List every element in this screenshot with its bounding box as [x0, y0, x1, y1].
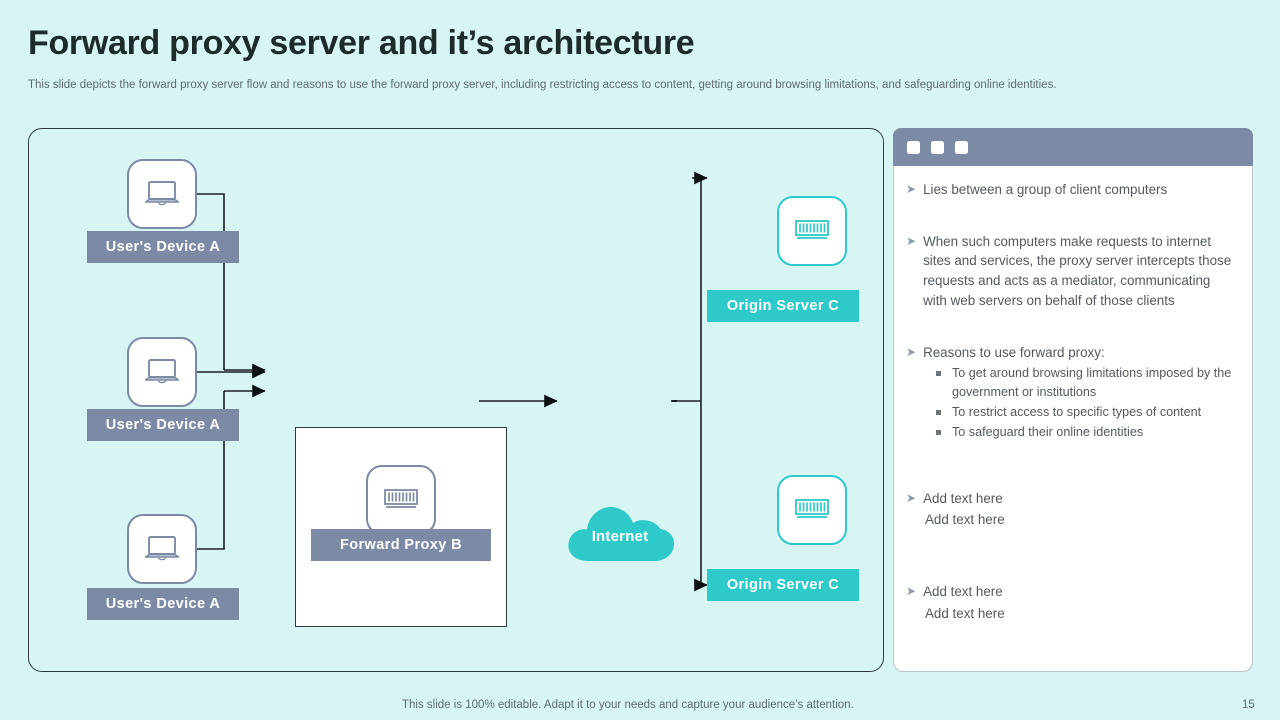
proxy-label: Forward Proxy B [311, 529, 491, 561]
device-label-3: User's Device A [87, 588, 239, 620]
origin-server-icon-card-2 [777, 475, 847, 545]
sub-bullet-text: To get around browsing limitations impos… [952, 366, 1232, 400]
sub-list-item: To safeguard their online identities [936, 423, 1236, 442]
chevron-right-icon: ➤ [906, 233, 917, 248]
server-icon [795, 499, 829, 518]
list-item: ➤ When such computers make requests to i… [906, 232, 1236, 311]
page-subtitle: This slide depicts the forward proxy ser… [28, 79, 1057, 91]
sub-list-item: To get around browsing limitations impos… [936, 364, 1236, 402]
device-label-1: User's Device A [87, 231, 239, 263]
architecture-diagram-panel: User's Device A User's Device A User's D… [28, 128, 884, 672]
bullet-text-secondary: Add text here [925, 512, 1005, 528]
cloud-label: Internet [591, 527, 649, 545]
page-title: Forward proxy server and it’s architectu… [28, 24, 695, 62]
chevron-right-icon: ➤ [906, 344, 917, 359]
header-square-icon-3 [955, 140, 968, 154]
origin-server-label-1: Origin Server C [707, 290, 859, 322]
list-item: ➤ Add text here [906, 489, 1236, 509]
square-bullet-icon [936, 371, 941, 377]
info-panel: ➤ Lies between a group of client compute… [893, 128, 1253, 672]
server-icon [795, 220, 829, 239]
page-number: 15 [1242, 699, 1255, 711]
info-panel-header [893, 128, 1253, 166]
square-bullet-icon [936, 429, 941, 435]
server-icon [384, 489, 418, 508]
chevron-right-icon: ➤ [906, 182, 917, 196]
device-icon-card-3 [127, 514, 197, 584]
sub-list: To get around browsing limitations impos… [936, 364, 1236, 442]
header-square-icon-1 [907, 140, 920, 154]
bullet-text: Lies between a group of client computers [923, 182, 1168, 197]
origin-server-label-2: Origin Server C [707, 569, 859, 601]
bullet-text: Add text here [923, 490, 1003, 506]
bullet-text: When such computers make requests to int… [923, 233, 1232, 308]
bullet-text-secondary: Add text here [925, 605, 1005, 621]
sub-bullet-text: To safeguard their online identities [952, 424, 1144, 439]
list-item: ➤ Add text here [906, 582, 1236, 602]
header-square-icon-2 [931, 140, 944, 154]
origin-server-icon-card-1 [777, 196, 847, 266]
footer-note: This slide is 100% editable. Adapt it to… [402, 699, 854, 711]
sub-list-item: To restrict access to specific types of … [936, 403, 1236, 422]
chevron-right-icon: ➤ [906, 490, 917, 505]
cloud-icon [568, 507, 675, 562]
device-icon-card-1 [127, 159, 197, 229]
proxy-icon-card [366, 465, 436, 535]
laptop-icon [144, 359, 180, 384]
chevron-right-icon: ➤ [906, 583, 917, 598]
laptop-icon [144, 181, 180, 206]
list-item: ➤ Lies between a group of client compute… [906, 180, 1236, 200]
device-icon-card-2 [127, 337, 197, 407]
list-item: ➤ Reasons to use forward proxy: [906, 343, 1236, 363]
bullet-text: Reasons to use forward proxy: [923, 344, 1105, 360]
laptop-icon [144, 536, 180, 561]
sub-bullet-text: To restrict access to specific types of … [952, 405, 1202, 419]
square-bullet-icon [936, 410, 941, 415]
device-label-2: User's Device A [87, 409, 239, 441]
info-panel-body: ➤ Lies between a group of client compute… [893, 166, 1253, 672]
bullet-text: Add text here [923, 583, 1003, 599]
